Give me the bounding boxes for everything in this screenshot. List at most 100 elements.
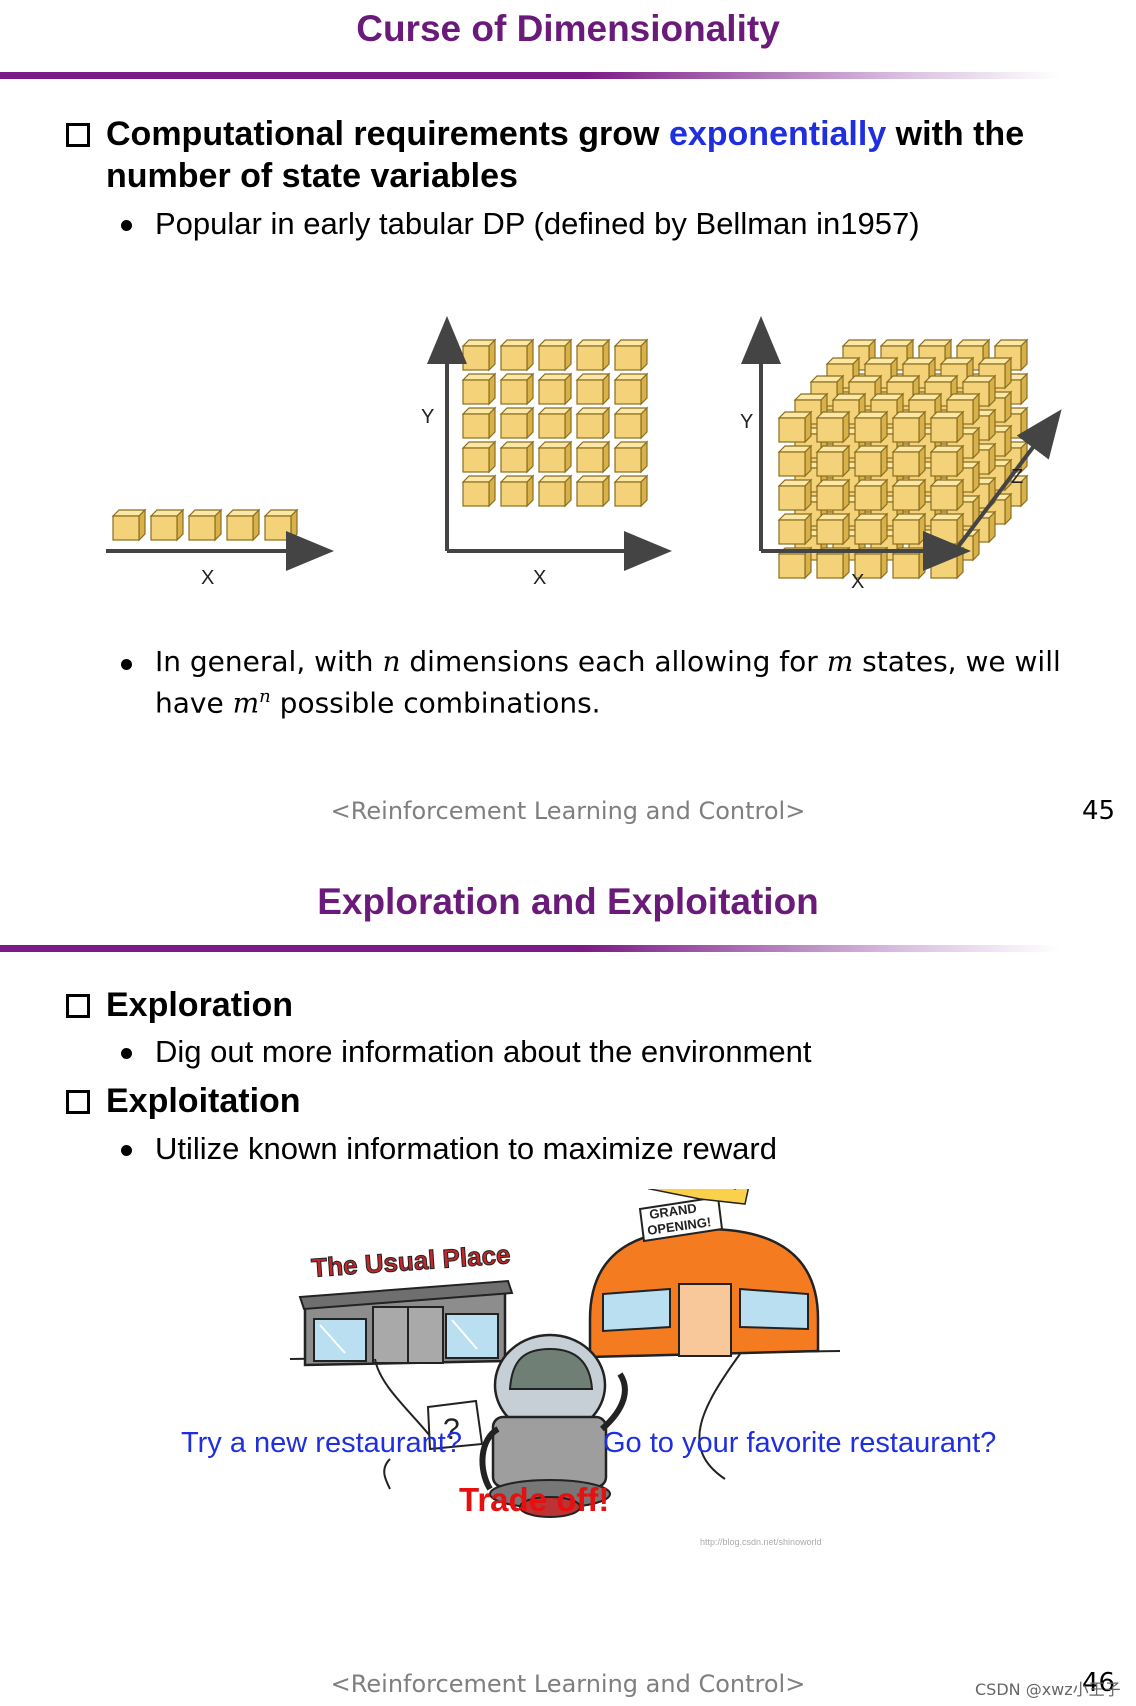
state-cube [576, 407, 610, 439]
x-axis-label-2d: X [533, 567, 546, 589]
title-underline [0, 72, 1060, 79]
square-bullet-icon [66, 994, 90, 1018]
grand-sign-line1: GRAND [648, 1200, 697, 1221]
dimensionality-figure: X Y X Y X Z [106, 316, 1062, 590]
state-cube [264, 509, 298, 541]
grand-opening-building: GRAND OPENING! [588, 1189, 820, 1359]
round-bullet-icon [121, 1048, 132, 1059]
restaurant-robot-illustration: The Usual Place GRAND OPENING! ? [289, 1189, 841, 1547]
state-cube [854, 411, 888, 443]
x-axis-label-3d: X [851, 571, 864, 590]
state-cube [816, 479, 850, 511]
slide-exploration-exploitation: Exploration and Exploitation Exploration… [0, 836, 1136, 1706]
cube-block-3d [778, 339, 1028, 579]
math-superscript-n: n [259, 686, 271, 707]
state-cube [930, 479, 964, 511]
text: possible combinations. [270, 686, 601, 720]
state-cube [500, 373, 534, 405]
round-bullet-icon [121, 1145, 132, 1156]
state-cube [538, 441, 572, 473]
state-cube [614, 339, 648, 371]
page-number: 45 [1082, 796, 1116, 826]
square-bullet-icon [66, 123, 90, 147]
state-cube [778, 513, 812, 545]
sub-bullet-bellman: Popular in early tabular DP (defined by … [155, 206, 920, 241]
state-cube [538, 339, 572, 371]
state-cube [576, 373, 610, 405]
y-axis-label-3d: Y [740, 411, 753, 433]
state-cube [778, 479, 812, 511]
state-cube [930, 411, 964, 443]
page-number: 46 [1082, 1668, 1116, 1698]
question-bubble: ? [426, 1399, 484, 1451]
state-cube [816, 411, 850, 443]
slide-curse-of-dimensionality: Curse of Dimensionality Computational re… [0, 0, 1136, 836]
csdn-watermark: CSDN @xwz小王子 [975, 1680, 1121, 1699]
bullet-text-rest: with the number of state variables [106, 115, 1025, 195]
state-cube [854, 479, 888, 511]
z-axis-3d [953, 409, 1062, 553]
state-cube [150, 509, 184, 541]
slide-footer: <Reinforcement Learning and Control> [330, 797, 806, 825]
state-cube [778, 411, 812, 443]
sub-bullet-exploitation: Utilize known information to maximize re… [155, 1131, 777, 1166]
state-cube [462, 475, 496, 507]
text: dimensions each allowing for [400, 645, 827, 678]
sub-bullet-exploration: Dig out more information about the envir… [155, 1034, 812, 1069]
state-cube [892, 513, 926, 545]
url-watermark: http://blog.csdn.net/shinoworld [700, 1537, 822, 1547]
y-axis-label-2d: Y [421, 406, 434, 428]
state-cube [112, 509, 146, 541]
robot [479, 1333, 628, 1518]
state-cube [816, 513, 850, 545]
state-cube [500, 339, 534, 371]
trade-off-label: Trade off! [459, 1481, 610, 1518]
state-cube [614, 373, 648, 405]
cube-grid-2d [462, 339, 648, 507]
bullet-exploration: Exploration [106, 986, 294, 1024]
square-bullet-icon [66, 1090, 90, 1114]
state-cube [614, 475, 648, 507]
caption-try-new: Try a new restaurant? [181, 1427, 462, 1459]
state-cube [778, 445, 812, 477]
x-axis-label-1d: X [201, 567, 214, 589]
state-cube [188, 509, 222, 541]
cube-row-1d [112, 509, 298, 541]
slide-title: Curse of Dimensionality [356, 8, 780, 49]
slide-footer: <Reinforcement Learning and Control> [330, 1670, 806, 1698]
bullet-exploitation: Exploitation [106, 1082, 301, 1120]
text: states, we will have [155, 645, 1061, 720]
question-mark: ? [443, 1413, 460, 1446]
sub-bullet-combinations: In general, with n dimensions each allow… [155, 644, 1085, 720]
usual-place-building: The Usual Place [298, 1239, 514, 1367]
state-cube [538, 475, 572, 507]
state-cube [462, 441, 496, 473]
state-cube [854, 513, 888, 545]
state-cube [538, 373, 572, 405]
state-cube [462, 407, 496, 439]
state-cube [930, 445, 964, 477]
state-cube [892, 479, 926, 511]
text: In general, with [155, 645, 383, 678]
state-cube [854, 445, 888, 477]
state-cube [930, 513, 964, 545]
state-cube [500, 407, 534, 439]
slide-title: Exploration and Exploitation [317, 881, 819, 922]
state-cube [576, 441, 610, 473]
state-cube [576, 475, 610, 507]
state-cube [538, 407, 572, 439]
math-n: n [382, 645, 401, 678]
title-underline [0, 945, 1060, 952]
state-cube [614, 407, 648, 439]
math-m: m [232, 686, 260, 720]
bullet-computational-requirements: Computational requirements grow exponent… [106, 113, 1086, 197]
round-bullet-icon [121, 659, 132, 670]
state-cube [226, 509, 260, 541]
math-m: m [826, 645, 854, 678]
state-cube [614, 441, 648, 473]
z-axis-label-3d: Z [1011, 466, 1023, 488]
round-bullet-icon [121, 220, 132, 231]
state-cube [462, 373, 496, 405]
bullet-text: Computational requirements grow [106, 115, 669, 153]
state-cube [576, 339, 610, 371]
